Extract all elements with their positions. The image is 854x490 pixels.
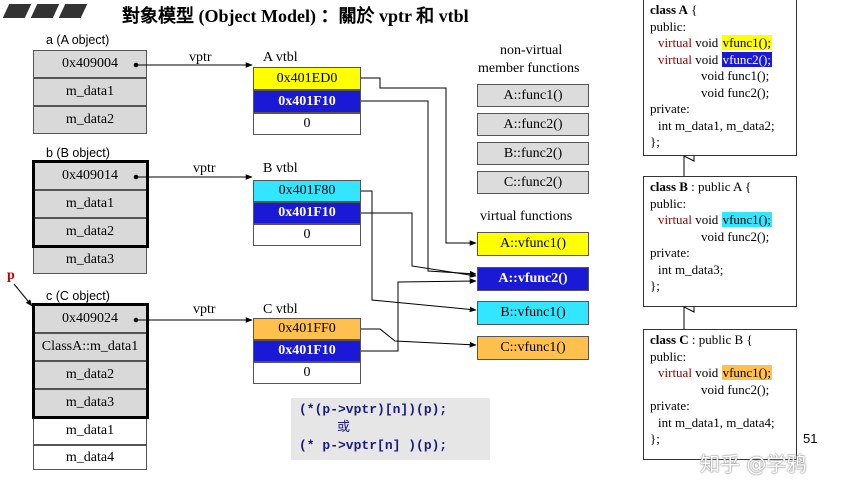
class-a-name: class A — [650, 2, 688, 17]
b-object-cell: m_data1 — [33, 190, 147, 218]
a-vtbl-slot-2: 0 — [253, 113, 361, 135]
vptr-label-c: vptr — [193, 302, 216, 317]
virtual-function-box-a-vfunc1: A::vfunc1() — [477, 232, 589, 256]
b-object-cell: m_data2 — [33, 218, 147, 246]
virtual-function-box-c-vfunc1: C::vfunc1() — [477, 336, 589, 360]
virtual-function-box-a-vfunc2: A::vfunc2() — [477, 267, 589, 291]
c-object-vptr-cell: 0x409024 — [33, 305, 147, 333]
virtual-function-box-b-vfunc1: B::vfunc1() — [477, 301, 589, 325]
nonvirtual-heading-line2: member functions — [478, 61, 580, 76]
b-vtbl-slot-1: 0x401F10 — [253, 202, 361, 224]
class-c-name: class C — [650, 332, 689, 347]
b-vtbl-slot-2: 0 — [253, 224, 361, 246]
vtbl-label-b: B vtbl — [263, 161, 298, 176]
call-expression-box: (*(p->vptr)[n])(p); 或 (* p->vptr[n] )(p)… — [291, 398, 490, 460]
call-expression-or: 或 — [337, 420, 351, 435]
a-vtbl-slot-1: 0x401F10 — [253, 90, 361, 113]
a-vtbl-slot-0: 0x401ED0 — [253, 67, 361, 90]
a-object-vptr-cell: 0x409004 — [33, 50, 147, 78]
pointer-p-label: p — [7, 268, 15, 283]
watermark-zhihu: 知乎 @学鸦 — [700, 452, 807, 476]
class-a-vfunc2-highlight: vfunc2(); — [721, 51, 772, 67]
virtual-heading: virtual functions — [480, 209, 573, 224]
object-label-c: c (C object) — [46, 289, 110, 303]
nonvirtual-function-box: A::func2() — [477, 113, 589, 136]
class-c-declaration: class C : public B { public: virtual voi… — [643, 329, 797, 460]
class-b-declaration: class B : public A { public: virtual voi… — [643, 176, 797, 307]
nonvirtual-heading-line1: non-virtual — [500, 43, 563, 58]
class-b-vfunc1-highlight: vfunc1(); — [721, 212, 772, 227]
call-expression-line1: (*(p->vptr)[n])(p); — [299, 402, 448, 417]
c-object-cell: ClassA::m_data1 — [33, 333, 147, 361]
c-vtbl-slot-1: 0x401F10 — [253, 340, 361, 362]
vtbl-label-c: C vtbl — [263, 302, 298, 317]
call-expression-line2: (* p->vptr[n] )(p); — [299, 438, 448, 453]
class-a-declaration: class A { public: virtual void vfunc1();… — [643, 0, 797, 156]
c-vtbl-slot-2: 0 — [253, 362, 361, 384]
class-b-name: class B — [650, 179, 688, 194]
nonvirtual-function-box: B::func2() — [477, 142, 589, 165]
object-label-b: b (B object) — [46, 146, 110, 160]
page-title: 對象模型 (Object Model) ：關於 vptr 和 vtbl — [122, 6, 469, 26]
vtbl-label-a: A vtbl — [263, 50, 298, 65]
c-object-cell: m_data2 — [33, 361, 147, 389]
b-object-cell: m_data3 — [33, 246, 147, 274]
nonvirtual-function-box: A::func1() — [477, 84, 589, 107]
b-object-vptr-cell: 0x409014 — [33, 162, 147, 190]
a-object-cell: m_data1 — [33, 78, 147, 106]
class-a-vfunc1-highlight: vfunc1(); — [721, 35, 772, 50]
page-number: 51 — [803, 431, 818, 446]
c-object-cell: m_data3 — [33, 389, 147, 417]
c-object-cell: m_data1 — [33, 417, 147, 445]
vptr-label-b: vptr — [193, 161, 216, 176]
object-label-a: a (A object) — [46, 33, 110, 47]
c-object-cell: m_data4 — [33, 445, 147, 470]
b-vtbl-slot-0: 0x401F80 — [253, 180, 361, 202]
vptr-label-a: vptr — [189, 50, 212, 65]
c-vtbl-slot-0: 0x401FF0 — [253, 318, 361, 340]
nonvirtual-function-box: C::func2() — [477, 171, 589, 194]
a-object-cell: m_data2 — [33, 106, 147, 134]
class-c-vfunc1-highlight: vfunc1(); — [721, 365, 772, 380]
